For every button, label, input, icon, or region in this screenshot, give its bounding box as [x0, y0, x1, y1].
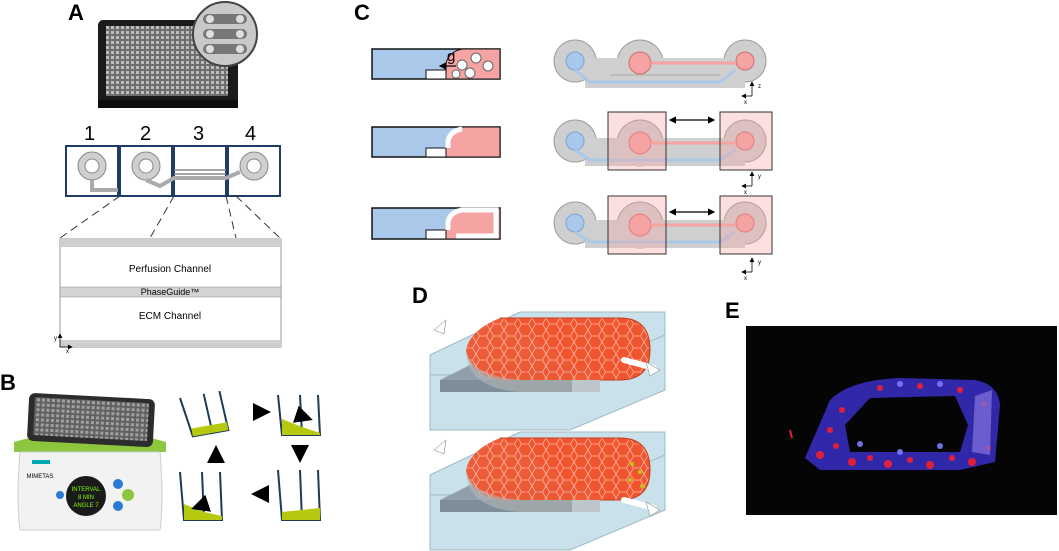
screen-line-2: 8 MIN [78, 495, 94, 501]
well-3 [277, 469, 322, 521]
chip-layout [65, 145, 281, 197]
axes-indicator-a: y x [54, 333, 73, 355]
axes-indicator-c1: z x [741, 81, 761, 106]
plate-photo [98, 1, 258, 108]
well-tilt-cycle [179, 390, 322, 521]
panel-b: B MIMETAS INTERVAL 8 MIN ANGLE 7 [0, 370, 322, 531]
tube-3d-render [789, 378, 1000, 470]
axis-y-label: y [54, 336, 57, 342]
svg-text:y: y [758, 174, 761, 180]
well-1 [179, 390, 230, 438]
ecm-channel-label: ECM Channel [139, 311, 201, 322]
svg-text:y: y [758, 260, 761, 266]
device-brand: MIMETAS [27, 474, 54, 480]
well-2 [277, 394, 322, 436]
cross-section-2 [371, 126, 501, 158]
svg-text:x: x [744, 276, 747, 282]
channel-cross-section: Perfusion Channel PhaseGuide™ ECM Channe… [54, 238, 282, 355]
top-view-2: y x [553, 111, 773, 196]
axis-x-label: x [66, 349, 69, 355]
phaseguide-label: PhaseGuide™ [141, 287, 200, 297]
top-view-1: z x [553, 39, 767, 106]
panel-a-label: A [68, 0, 84, 25]
unit-number-1: 1 [84, 123, 95, 145]
unit-number-4: 4 [245, 123, 256, 145]
svg-text:z: z [758, 84, 761, 90]
zoom-lines [59, 195, 281, 239]
panel-d: D [412, 283, 666, 551]
axes-indicator-c2: y x [741, 171, 761, 196]
unit-number-3: 3 [193, 123, 204, 145]
svg-text:x: x [744, 100, 747, 106]
cross-section-3 [371, 207, 501, 240]
flow-arrow-in-icon [437, 435, 479, 451]
cross-section-1: g [371, 48, 501, 80]
panel-a: A 1 2 3 4 [54, 0, 282, 355]
up-button-icon [113, 479, 123, 489]
well-4 [179, 471, 224, 521]
panel-c: C g [354, 0, 773, 282]
panel-e: E [725, 298, 1057, 515]
tube-model-1 [429, 311, 666, 431]
screen-line-3: ANGLE 7 [73, 503, 99, 509]
panel-d-label: D [412, 283, 428, 308]
unit-number-2: 2 [140, 123, 151, 145]
tube-model-2 [429, 431, 666, 551]
screen-line-1: INTERVAL [72, 487, 101, 493]
top-view-3: y x [553, 195, 773, 282]
play-button-icon [122, 489, 134, 501]
back-button-icon [56, 491, 64, 499]
rocker-device: MIMETAS INTERVAL 8 MIN ANGLE 7 [14, 393, 166, 531]
gravity-label: g [447, 48, 455, 65]
panel-c-label: C [354, 0, 370, 25]
flow-arrow-in-icon [437, 315, 479, 331]
plate-zoom-wells [203, 14, 247, 54]
axes-indicator-c3: y x [741, 257, 761, 282]
svg-text:x: x [744, 190, 747, 196]
panel-b-label: B [0, 370, 16, 395]
down-button-icon [113, 501, 123, 511]
panel-e-label: E [725, 298, 740, 323]
perfusion-channel-label: Perfusion Channel [129, 264, 211, 275]
